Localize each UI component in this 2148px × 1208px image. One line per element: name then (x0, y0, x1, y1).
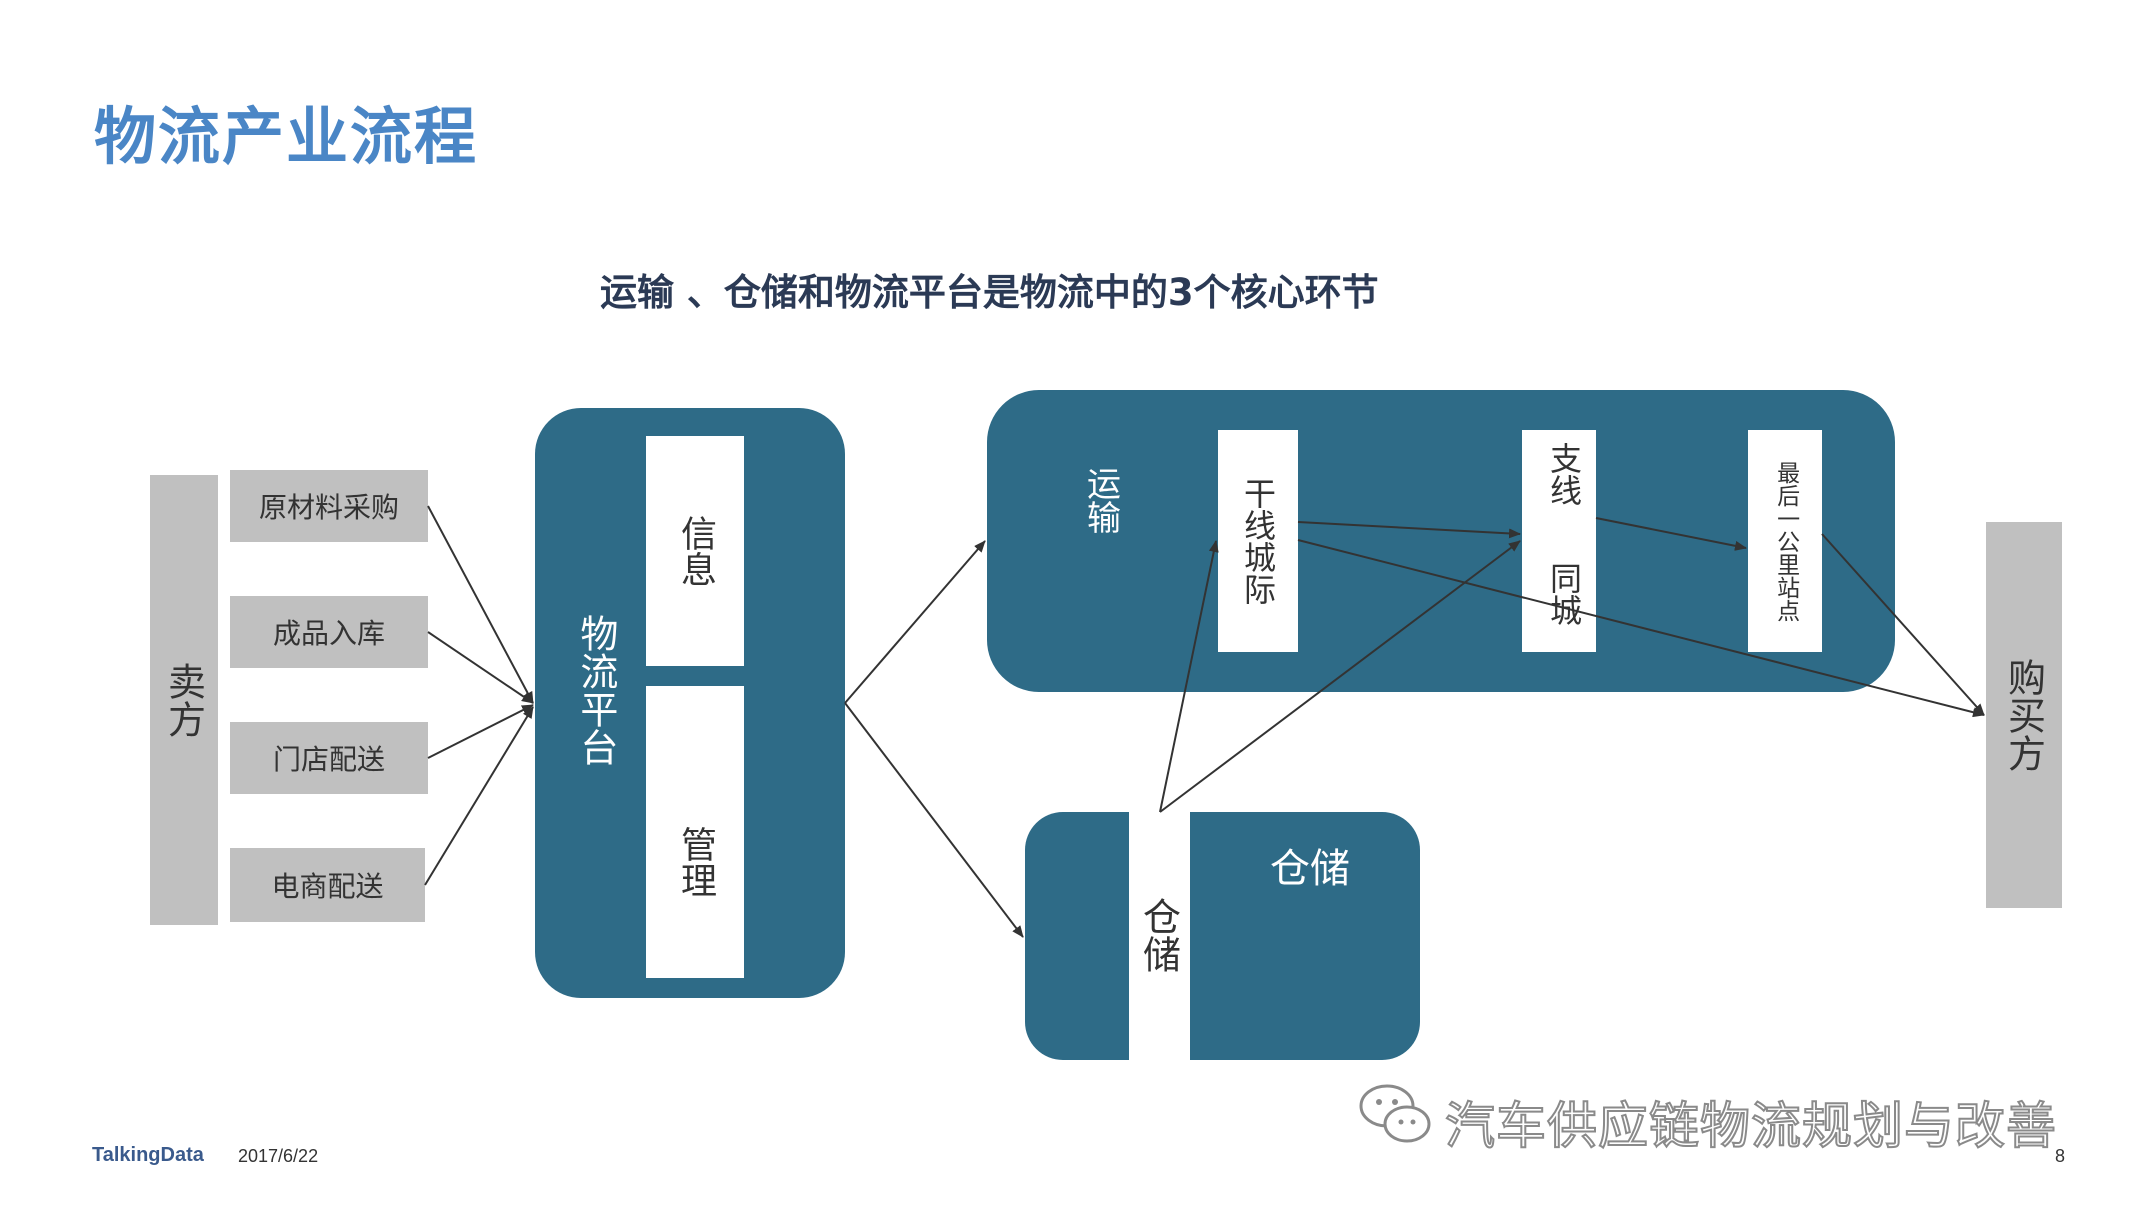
arrow-platform-to-storage (844, 702, 1024, 938)
arrow-storage-to-branch (1159, 540, 1521, 813)
watermark-text: 汽车供应链物流规划与改善 (1444, 1096, 2057, 1156)
arrow-store-delivery-to-platform (427, 704, 534, 759)
buyer-box: 购买方 (1986, 522, 2062, 908)
arrow-warehousing-to-platform (427, 631, 534, 704)
platform-manage-box: 管理 (646, 686, 744, 978)
trunk-box: 干线城际 (1218, 430, 1298, 652)
storage-left-box (1025, 812, 1129, 1060)
storage-right-box (1190, 812, 1420, 1060)
seller-item-ecommerce-delivery: 电商配送 (230, 848, 425, 922)
footer-brand-logo: TalkingData (92, 1144, 204, 1166)
arrow-branch-to-last-mile (1595, 517, 1747, 551)
trunk-label: 干线城际 (1239, 477, 1277, 605)
last-mile-label: 最后一公里站点 (1772, 460, 1799, 622)
seller-label: 卖方 (161, 662, 206, 738)
arrow-trunk-to-buyer (1297, 539, 1985, 718)
branch-bottom-label: 同城 (1545, 562, 1583, 626)
last-mile-box: 最后一公里站点 (1748, 430, 1822, 652)
branch-box: 支线 同城 (1522, 430, 1596, 652)
page-title: 物流产业流程 (94, 100, 479, 173)
wechat-icon (1355, 1080, 1435, 1150)
seller-item-warehousing: 成品入库 (230, 596, 428, 668)
platform-label: 物流平台 (573, 614, 618, 766)
storage-side-label: 仓储 (1136, 897, 1181, 973)
platform-info-box: 信息 (646, 436, 744, 666)
platform-manage-label: 管理 (675, 826, 716, 898)
buyer-label: 购买方 (2001, 658, 2046, 772)
arrow-storage-to-trunk (1159, 540, 1219, 813)
arrow-raw-material-to-platform (427, 505, 534, 704)
storage-label: 仓储 (1270, 846, 1350, 892)
arrow-trunk-to-branch (1297, 521, 1521, 539)
storage-side-label-wrap: 仓储 (1134, 880, 1184, 990)
branch-top-label: 支线 (1545, 442, 1583, 506)
transport-label-wrap: 运输 (1078, 450, 1124, 550)
footer-date: 2017/6/22 (238, 1146, 319, 1166)
platform-label-wrap: 物流平台 (570, 580, 620, 800)
seller-item-store-delivery: 门店配送 (230, 722, 428, 794)
arrow-ecommerce-to-platform (424, 706, 534, 886)
arrow-platform-to-transport (844, 540, 986, 704)
seller-item-raw-material: 原材料采购 (230, 470, 428, 542)
page-number: 8 (2055, 1146, 2066, 1166)
diagram-subtitle: 运输 、仓储和物流平台是物流中的3个核心环节 (600, 271, 1379, 314)
seller-box: 卖方 (150, 475, 218, 925)
arrow-last-mile-to-buyer (1821, 533, 1985, 716)
platform-info-label: 信息 (675, 515, 716, 587)
transport-label: 运输 (1080, 466, 1121, 534)
